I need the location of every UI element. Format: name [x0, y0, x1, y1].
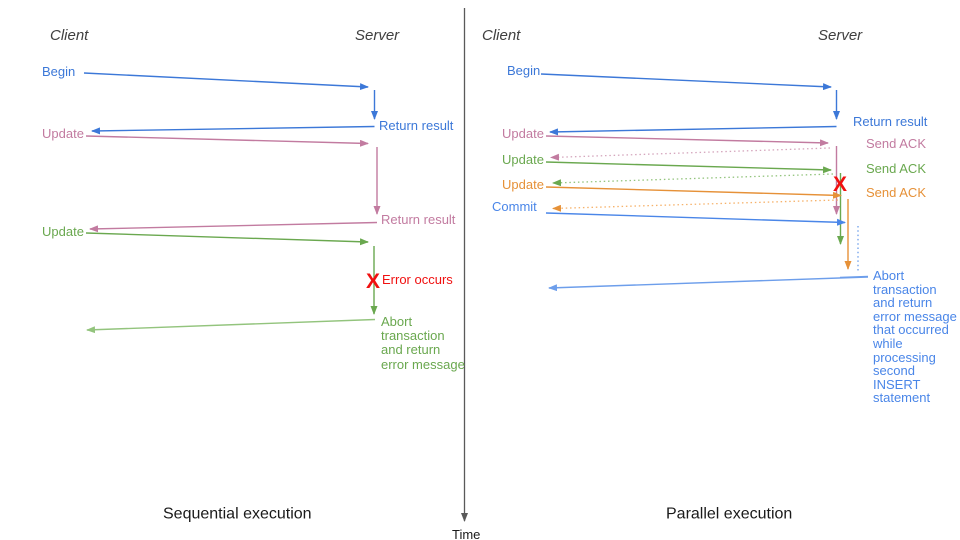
par-abort-line-9: INSERT [873, 377, 920, 392]
par-update-2-request-arrow [545, 161, 832, 174]
sequential-title: Sequential execution [163, 506, 312, 523]
par-send-ack-3-dotted-arrow [552, 199, 839, 212]
par-commit-label: Commit [492, 199, 537, 214]
parallel-diagram: Client Server Begin Return result Update… [482, 27, 957, 523]
par-abort-line-4: error message [873, 309, 957, 324]
seq-abort-line-3: and return [381, 342, 440, 357]
par-update-2-label: Update [502, 152, 544, 167]
par-update-1-label: Update [502, 126, 544, 141]
par-abort-line-5: that occurred [873, 322, 949, 337]
sequential-diagram: Client Server Begin Return result Update… [42, 27, 465, 523]
parallel-server-header: Server [818, 27, 863, 44]
seq-update-2-request-arrow [85, 232, 369, 246]
parallel-title: Parallel execution [666, 506, 792, 523]
par-return-result-label: Return result [853, 114, 928, 129]
par-begin-request-arrow [540, 73, 832, 91]
par-send-ack-1-label: Send ACK [866, 136, 926, 151]
par-abort-line-7: processing [873, 350, 936, 365]
par-update-1-request-arrow [545, 135, 829, 147]
par-begin-label: Begin [507, 63, 540, 78]
par-send-ack-2-dotted-arrow [552, 173, 834, 187]
time-axis: Time [452, 8, 480, 540]
par-commit-request-arrow [545, 212, 846, 226]
par-abort-return-arrow [548, 276, 869, 292]
seq-abort-line-1: Abort [381, 314, 412, 329]
seq-return-result-2-arrow [89, 221, 378, 233]
par-send-ack-1-dotted-arrow [550, 147, 831, 161]
par-abort-line-3: and return [873, 295, 932, 310]
seq-begin-request-arrow [83, 72, 369, 91]
par-error-x-mark: X [833, 173, 847, 196]
time-axis-label: Time [452, 527, 480, 540]
seq-update-1-request-arrow [85, 135, 369, 147]
seq-error-x-mark: X [366, 270, 380, 293]
par-abort-line-1: Abort [873, 268, 904, 283]
par-send-ack-3-label: Send ACK [866, 185, 926, 200]
par-update-3-request-arrow [545, 186, 842, 199]
sequential-server-header: Server [355, 27, 400, 44]
par-send-ack-2-label: Send ACK [866, 161, 926, 176]
seq-abort-line-2: transaction [381, 328, 445, 343]
seq-error-occurs-label: Error occurs [382, 272, 453, 287]
par-abort-line-2: transaction [873, 282, 937, 297]
seq-return-result-1-arrow [91, 125, 375, 135]
par-abort-line-8: second [873, 363, 915, 378]
seq-return-result-1-label: Return result [379, 118, 454, 133]
sequential-client-header: Client [50, 27, 89, 44]
seq-abort-return-arrow [86, 318, 376, 334]
par-return-result-arrow [549, 125, 837, 136]
par-abort-line-6: while [872, 336, 903, 351]
seq-update-2-label: Update [42, 224, 84, 239]
seq-update-1-label: Update [42, 126, 84, 141]
seq-begin-label: Begin [42, 64, 75, 79]
seq-return-result-2-label: Return result [381, 212, 456, 227]
seq-abort-line-4: error message [381, 357, 465, 372]
par-update-3-label: Update [502, 177, 544, 192]
par-abort-line-10: statement [873, 390, 930, 405]
parallel-client-header: Client [482, 27, 521, 44]
